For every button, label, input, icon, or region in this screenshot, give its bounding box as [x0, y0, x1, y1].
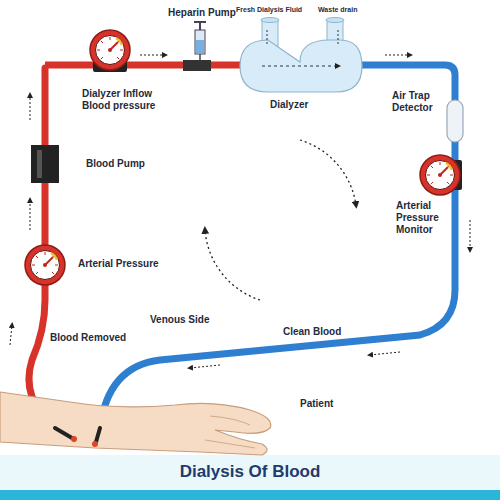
part-label: Dialyzer Inflow Blood pressure	[82, 88, 172, 112]
part-label: Clean Blood	[283, 326, 363, 338]
part-label: Waste drain	[318, 6, 378, 14]
part-label: Dialyzer	[270, 99, 330, 111]
part-label: Blood Removed	[50, 332, 140, 344]
part-label: Fresh Dialysis Fluid	[236, 6, 306, 14]
part-label: Venous Side	[150, 314, 230, 326]
part-label: Blood Pump	[86, 158, 156, 170]
part-label: Arterial Pressure Monitor	[396, 200, 466, 236]
part-label: Air Trap Detector	[392, 90, 444, 114]
part-label: Arterial Pressure	[78, 258, 178, 270]
diagram-title: Dialysis Of Blood	[0, 462, 500, 482]
part-label: Patient	[300, 398, 360, 410]
